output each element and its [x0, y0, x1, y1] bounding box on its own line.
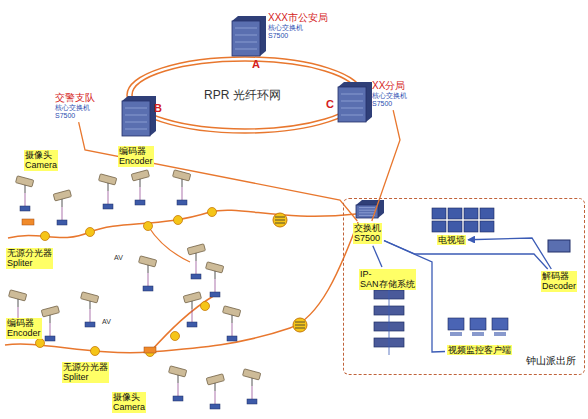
switch-icon [232, 16, 266, 56]
monitor-icon [432, 208, 446, 219]
monitor-icon [448, 208, 462, 219]
camera-icon [173, 170, 191, 205]
camera-icon [187, 244, 205, 279]
camera-icon [99, 174, 117, 209]
device-label: 无源分光器 Spliter [6, 248, 53, 269]
node-subtitle: 核心交换机 S7500 [372, 92, 407, 108]
camera-icon [169, 366, 187, 401]
device-label: 编码器 Encoder [118, 146, 154, 167]
ring-label: RPR 光纤环网 [204, 87, 281, 104]
camera-icon [16, 176, 34, 211]
switch-icon [122, 96, 156, 136]
splitter-icon [41, 232, 50, 241]
fiber-ring [132, 61, 358, 129]
connector [79, 122, 358, 221]
node-title: XX分局 [372, 80, 407, 92]
device-label: 编码器 Encoder [6, 318, 42, 339]
node-title: IP-SAN存储系统 [359, 269, 416, 290]
splitter-icon [36, 339, 45, 348]
switch-icon [356, 200, 384, 218]
camera-icon [81, 292, 99, 327]
fiber-line [8, 210, 356, 238]
connector [372, 110, 400, 221]
node-title: 电视墙 [437, 235, 466, 245]
node-title: 交换机 S7500 [353, 223, 382, 244]
node-subtitle: 核心交换机 S7500 [268, 24, 303, 40]
fiber-line [148, 226, 190, 262]
fiber-line [5, 222, 358, 353]
device-label: 摄像头 Camera [112, 392, 146, 413]
connector [373, 246, 382, 267]
camera-icon [183, 292, 201, 327]
node-title: XXX市公安局 [268, 12, 328, 24]
node-title: 钟山派出所 [526, 354, 576, 368]
tv-wall: 电视墙 [437, 235, 466, 245]
core-switch: XX分局核心交换机 S7500 [372, 80, 407, 108]
camera-icon [243, 369, 261, 404]
fiber-joint [293, 318, 307, 332]
connector [384, 241, 445, 352]
device-label: 无源分光器 Spliter [62, 362, 109, 383]
connector [468, 238, 551, 269]
splitter-icon [208, 208, 217, 217]
splitter-icon [91, 347, 100, 356]
camera-icon [139, 256, 157, 291]
pc-icon [470, 318, 486, 336]
ring-node-letter: A [252, 58, 260, 70]
camera-icon [41, 306, 59, 341]
decoder-icon [548, 240, 570, 252]
decoder-box: 解码器 Decoder [541, 271, 577, 292]
gsm-module [22, 219, 34, 225]
pc-icon [492, 318, 508, 336]
camera-icon [223, 306, 241, 341]
fiber-joint [273, 213, 287, 227]
camera-icon [206, 374, 224, 409]
node-title: 视频监控客户端 [447, 345, 512, 355]
camera-icon [53, 190, 71, 225]
splitter-icon [201, 302, 210, 311]
station-region: 钟山派出所 交换机 S7500IP-SAN存储系统 电视墙解码器 Decoder 视频… [343, 198, 585, 375]
monitor-icon [448, 221, 462, 232]
monitor-icon [480, 208, 494, 219]
pc-icon [448, 318, 464, 336]
fiber-line [150, 295, 215, 352]
camera-icon [131, 170, 149, 205]
switch-icon [338, 82, 372, 122]
core-switch: 交警支队核心交换机 S7500 [55, 92, 95, 120]
node-title: 解码器 Decoder [541, 271, 577, 292]
monitor-icon [480, 221, 494, 232]
ring-node-letter: B [154, 102, 162, 114]
camera-icon [206, 262, 224, 297]
storage-link [389, 285, 390, 355]
splitter-icon [171, 332, 180, 341]
gsm-module [144, 347, 156, 353]
storage-system: IP-SAN存储系统 [359, 269, 416, 290]
monitor-icon [432, 221, 446, 232]
splitter-icon [174, 216, 183, 225]
device-label: 摄像头 Camera [24, 150, 58, 171]
monitor-icon [464, 221, 478, 232]
ring-node-letter: C [326, 98, 334, 110]
signal-label: AV [114, 254, 123, 261]
splitter-icon [86, 228, 95, 237]
signal-label: AV [102, 318, 111, 325]
access-switch: 交换机 S7500 [353, 223, 382, 244]
splitter-icon [144, 222, 153, 231]
node-subtitle: 核心交换机 S7500 [55, 104, 90, 120]
monitor-icon [464, 208, 478, 219]
core-switch: XXX市公安局核心交换机 S7500 [268, 12, 328, 40]
client-box: 视频监控客户端 [447, 345, 512, 355]
node-title: 交警支队 [55, 92, 95, 104]
fiber-ring [127, 57, 363, 133]
